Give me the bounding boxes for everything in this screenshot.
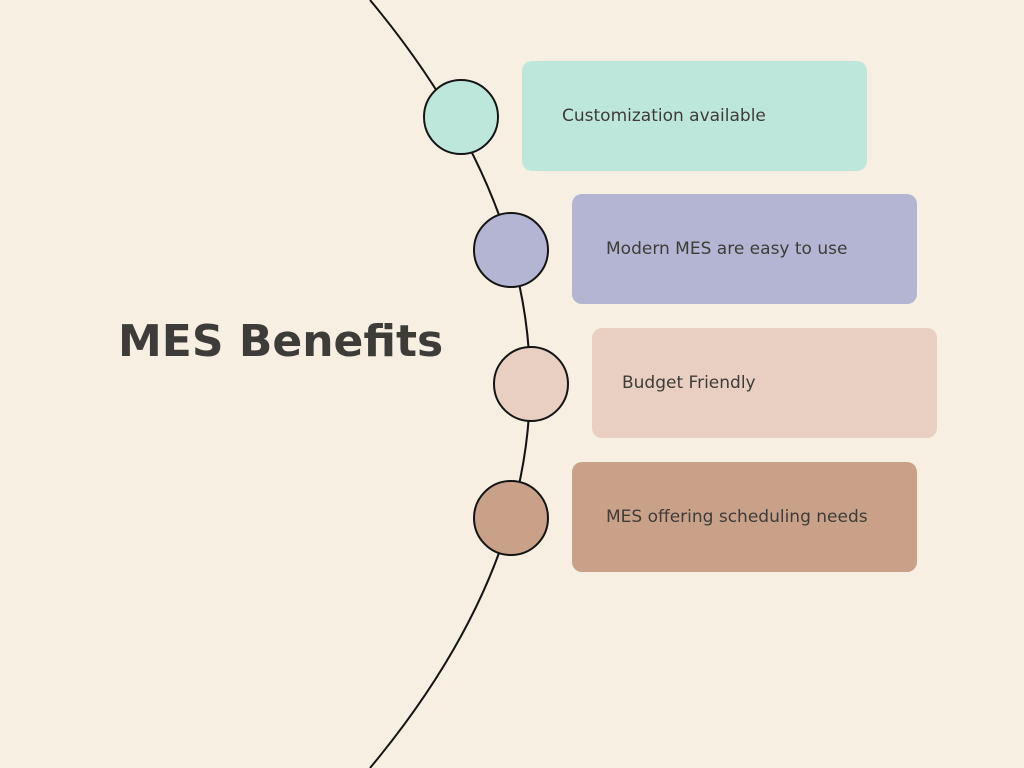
benefit-label-3: Budget Friendly [622,373,756,393]
benefit-card-1: Customization available [522,61,867,171]
page-title: MES Benefits [118,316,444,367]
benefit-node-1 [423,79,499,155]
benefit-card-2: Modern MES are easy to use [572,194,917,304]
benefit-node-2 [473,212,549,288]
benefit-label-4: MES offering scheduling needs [606,507,868,527]
benefit-card-3: Budget Friendly [592,328,937,438]
benefit-node-4 [473,480,549,556]
benefit-label-2: Modern MES are easy to use [606,239,848,259]
benefit-card-4: MES offering scheduling needs [572,462,917,572]
benefit-node-3 [493,346,569,422]
benefit-label-1: Customization available [562,106,766,126]
